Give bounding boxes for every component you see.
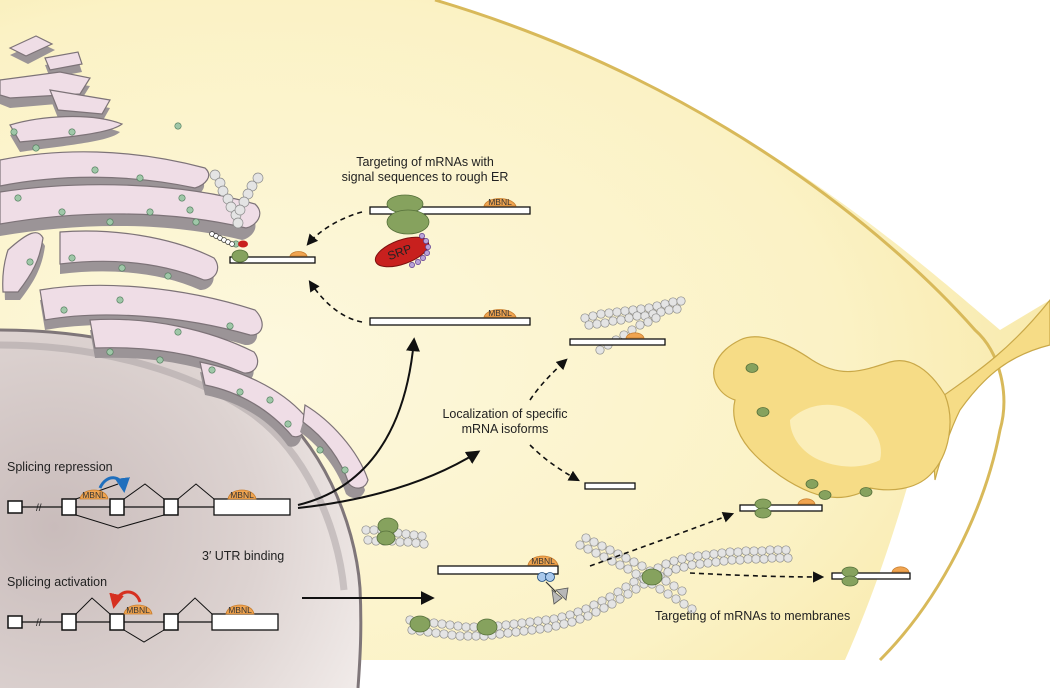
mbnl-label-repression-utr: MBNL xyxy=(230,490,254,500)
rough-er-title-line2: signal sequences to rough ER xyxy=(342,170,509,184)
arrow-srp-to-er xyxy=(306,211,363,246)
utr-binding-label: 3′ UTR binding xyxy=(202,549,284,563)
arrow-to-localized-isoform xyxy=(529,358,568,401)
membrane-mrna-2 xyxy=(831,566,911,587)
microtubule-er xyxy=(209,169,264,229)
nascent-chain xyxy=(209,231,235,247)
kinesin-motor xyxy=(537,572,569,605)
short-isoform xyxy=(584,482,636,490)
mbnl-label-srp: MBNL xyxy=(488,197,512,207)
rough-er-title-line1: Targeting of mRNAs with xyxy=(356,155,494,169)
rough-er xyxy=(0,35,369,499)
microtubule-upper xyxy=(580,296,686,355)
mbnl-label-repression: MBNL xyxy=(82,490,106,500)
arrow-to-localization xyxy=(297,450,481,509)
repression-arrow xyxy=(98,476,130,493)
localized-isoform xyxy=(569,296,686,355)
splicing-activation-label: Splicing activation xyxy=(7,575,107,589)
membrane-mrna-1 xyxy=(739,498,823,519)
exon-break-activation: // xyxy=(36,618,42,629)
neurite xyxy=(713,299,1050,499)
mbnl-label-free: MBNL xyxy=(488,308,512,318)
splicing-repression-label: Splicing repression xyxy=(7,460,113,474)
srp: SRP xyxy=(374,236,430,268)
localization-label-line1: Localization of specific xyxy=(442,407,567,421)
arrow-to-short-isoform xyxy=(529,444,580,482)
utr-bound-mrna: MBNL xyxy=(437,555,569,605)
mbnl-label-utr: MBNL xyxy=(531,556,555,566)
arrow-to-free-mrna xyxy=(297,337,420,506)
er-bound-mrna xyxy=(209,169,316,264)
splicing-repression-gene: // MBNL MBNL xyxy=(7,476,291,529)
mbnl-label-activation: MBNL xyxy=(126,605,150,615)
splicing-activation-gene: // MBNL MBNL xyxy=(7,590,279,643)
free-mrna: MBNL xyxy=(369,308,531,326)
free-polysome xyxy=(361,517,429,549)
cell-membrane xyxy=(434,0,1006,662)
signal-peptide xyxy=(409,233,431,268)
localization-label-line2: mRNA isoforms xyxy=(462,422,549,436)
arrow-to-membrane-1 xyxy=(589,511,735,567)
arrow-to-membrane-2 xyxy=(689,571,825,583)
membrane-targeting-label: Targeting of mRNAs to membranes xyxy=(655,609,850,623)
microtubule-track-lower xyxy=(405,533,793,641)
srp-mrna: MBNL SRP xyxy=(369,194,531,268)
mbnl-label-activation-utr: MBNL xyxy=(228,605,252,615)
neurite-ribosomes xyxy=(745,363,873,500)
exon-break-repression: // xyxy=(36,503,42,514)
activation-arrow xyxy=(109,590,142,609)
